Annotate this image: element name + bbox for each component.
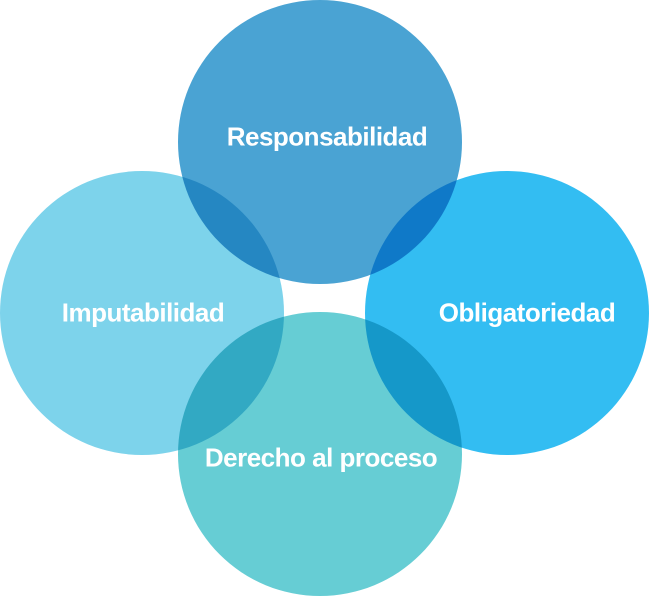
- label-responsabilidad: Responsabilidad: [226, 121, 428, 152]
- label-imputabilidad: Imputabilidad: [61, 297, 225, 328]
- label-obligatoriedad: Obligatoriedad: [438, 297, 616, 328]
- circle-derecho-al-proceso: [178, 312, 462, 596]
- label-derecho-al-proceso: Derecho al proceso: [204, 442, 438, 473]
